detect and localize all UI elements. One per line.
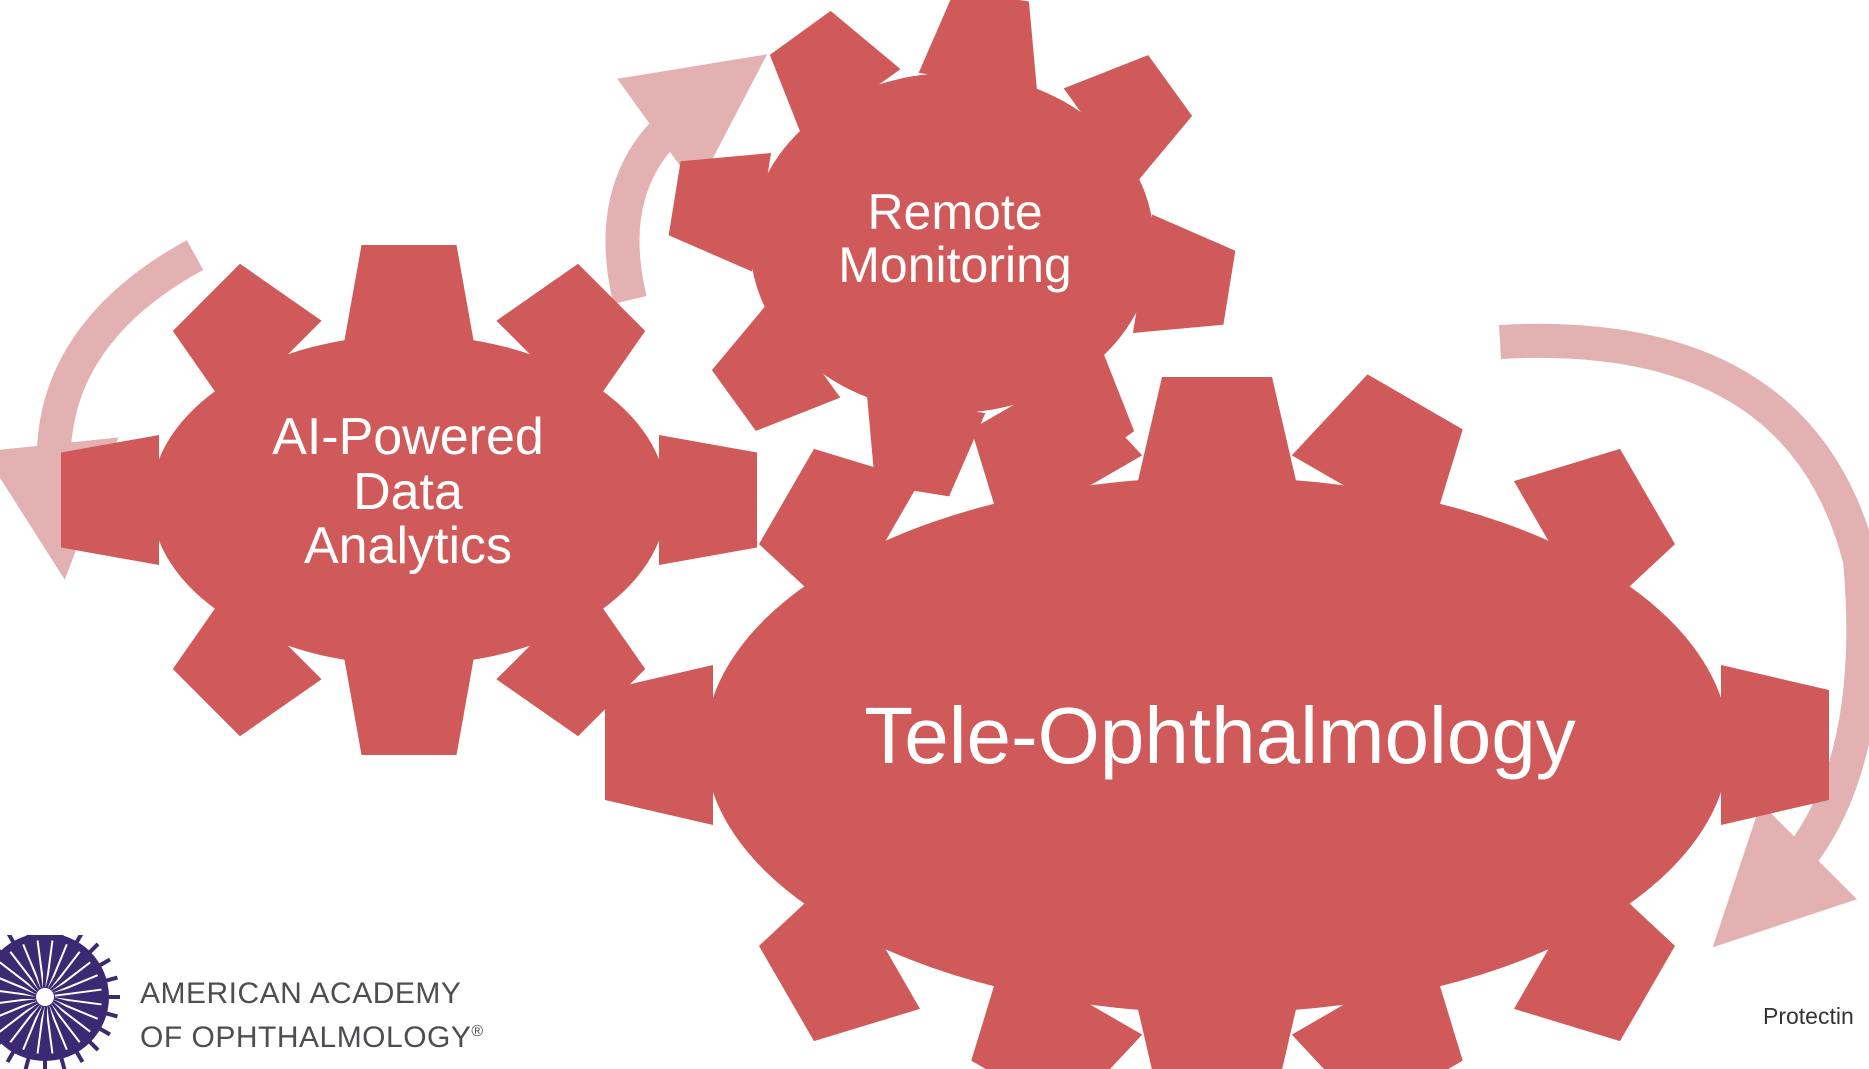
starburst-eye-icon <box>0 935 120 1069</box>
gear-tooth <box>659 435 757 565</box>
gear-tooth <box>1132 214 1236 333</box>
gear-tooth <box>1291 954 1463 1069</box>
gear-tooth <box>61 435 159 565</box>
gear-tooth <box>866 393 986 497</box>
gear-remote-monitoring <box>668 0 1236 497</box>
gear-tooth <box>668 153 772 272</box>
gear-tooth <box>971 954 1143 1069</box>
footer-tagline: Protectin <box>1763 1003 1854 1029</box>
gear-label-remote-line1: Remote <box>867 184 1043 240</box>
gear-label-ai-line2: Data <box>353 462 463 521</box>
gear-tooth <box>172 263 322 413</box>
logo-line-1: AMERICAN ACADEMY <box>140 977 462 1010</box>
gear-tele-ophthalmology <box>605 374 1829 1069</box>
gear-label-remote-line2: Monitoring <box>838 236 1072 293</box>
gear-tooth <box>605 665 713 825</box>
gear-tooth <box>971 374 1143 536</box>
gear-body <box>750 73 1154 413</box>
gear-tooth <box>1137 1005 1297 1069</box>
logo-line-2-text: OF OPHTHALMOLOGY <box>140 1021 472 1054</box>
aao-logo <box>0 935 120 1069</box>
gear-label-ai-line1: AI-Powered <box>272 408 544 466</box>
gear-label-ai: AI-Powered Data Analytics <box>208 410 608 574</box>
gear-tooth <box>344 657 474 755</box>
logo-line-2: OF OPHTHALMOLOGY® <box>140 1013 484 1057</box>
gear-tooth <box>496 263 646 413</box>
gear-tooth <box>1513 448 1675 620</box>
gear-tooth <box>344 245 474 343</box>
gear-tooth <box>918 0 1038 93</box>
gear-tooth <box>759 448 921 620</box>
gear-tooth <box>1513 870 1675 1042</box>
cycle-arrow-top <box>605 54 768 304</box>
cycle-arrow-left <box>0 240 204 580</box>
gear-body <box>705 477 1729 1013</box>
gear-tooth <box>1063 55 1193 186</box>
gear-tooth <box>1137 377 1297 485</box>
registered-mark: ® <box>471 1023 484 1040</box>
gear-tooth <box>172 587 322 737</box>
gear-ai-powered-data-analytics <box>61 245 757 755</box>
gear-tooth <box>759 870 921 1042</box>
logo-wordmark: AMERICAN ACADEMY OF OPHTHALMOLOGY® <box>140 975 484 1057</box>
gear-label-tele: Tele-Ophthalmology <box>790 694 1650 778</box>
gear-tooth <box>769 10 901 140</box>
gear-label-ai-line3: Analytics <box>303 517 513 576</box>
gear-tooth <box>1291 374 1463 536</box>
gear-tooth <box>711 300 841 431</box>
gear-tooth <box>1721 665 1829 825</box>
gear-label-remote: Remote Monitoring <box>770 186 1140 291</box>
gear-body <box>151 335 667 665</box>
gear-label-tele-line1: Tele-Ophthalmology <box>864 691 1576 780</box>
cycle-arrow-right <box>1499 323 1869 948</box>
